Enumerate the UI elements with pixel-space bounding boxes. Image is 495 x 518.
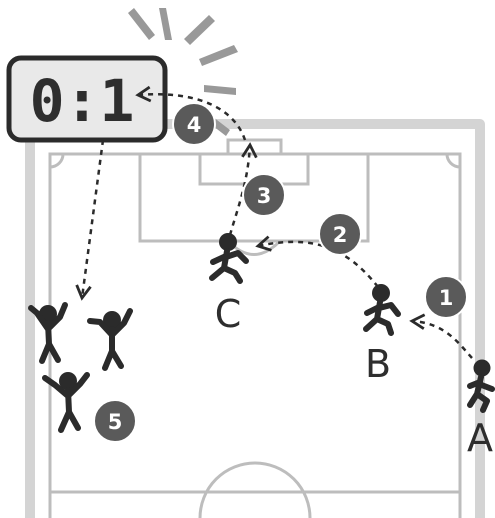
step-badge-4: 4 (173, 103, 215, 145)
path-a-to-b (412, 321, 472, 358)
player-b (366, 284, 398, 333)
player-a-label: A (467, 416, 493, 460)
corner-arc-left (50, 154, 63, 167)
step-badge-3: 3 (243, 174, 285, 216)
path-scoreboard-to-celebration (82, 140, 103, 298)
score-display: 0:1 (30, 67, 135, 135)
step-badge-5: 5 (94, 400, 136, 442)
svg-text:2: 2 (333, 223, 348, 247)
svg-text:3: 3 (257, 184, 272, 208)
scoreboard: 0:1 (9, 58, 165, 140)
step-badge-2: 2 (319, 213, 361, 255)
celebrating-player-1 (31, 305, 65, 361)
svg-text:5: 5 (108, 410, 123, 434)
path-b-to-c (258, 242, 378, 287)
corner-arc-right (447, 154, 460, 167)
svg-text:4: 4 (187, 113, 202, 137)
step-badge-1: 1 (425, 276, 467, 318)
celebrating-player-2 (90, 311, 130, 368)
player-c-label: C (215, 292, 242, 336)
player-b-label: B (365, 342, 391, 386)
goal (228, 140, 281, 154)
svg-text:1: 1 (439, 286, 454, 310)
